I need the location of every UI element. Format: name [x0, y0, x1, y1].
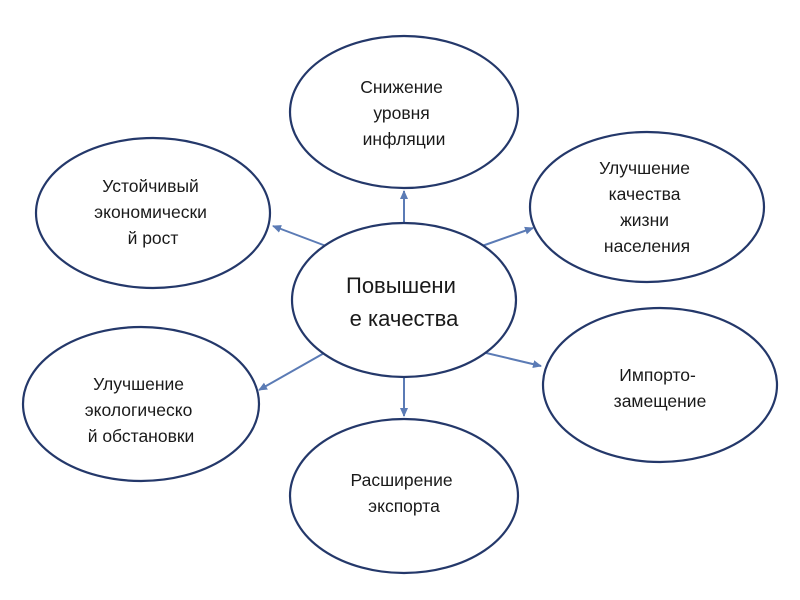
node-line: жизни [620, 210, 669, 230]
node-line: населения [604, 236, 690, 256]
node-line: Улучшение [599, 158, 690, 178]
node-line: уровня [373, 103, 429, 123]
node-living: Улучшение качества жизни населения [528, 130, 766, 284]
node-line: й рост [128, 228, 179, 248]
node-inflation: Снижение уровня инфляции [288, 34, 520, 190]
node-import-label: Импорто- замещение [614, 365, 707, 411]
arrow-to-import [481, 351, 542, 369]
node-line: качества [609, 184, 681, 204]
node-line: экспорта [368, 496, 440, 516]
node-growth: Устойчивый экономически й рост [34, 136, 272, 290]
node-ecology: Улучшение экологическо й обстановки [21, 325, 261, 483]
node-ecology-label: Улучшение экологическо й обстановки [85, 374, 198, 446]
center-line: е качества [350, 306, 459, 331]
arrow-to-ecology [258, 351, 327, 391]
node-line: Снижение [360, 77, 443, 97]
node-import: Импорто- замещение [541, 306, 779, 464]
node-line: й обстановки [88, 426, 195, 446]
node-line: экономически [94, 202, 207, 222]
node-living-label: Улучшение качества жизни населения [599, 158, 695, 256]
node-line: Импорто- [619, 365, 696, 385]
node-line: замещение [614, 391, 707, 411]
center-line: Повышени [346, 273, 456, 298]
center-node: Повышени е качества [290, 221, 518, 379]
node-export-label: Расширение экспорта [351, 470, 458, 516]
node-line: Устойчивый [102, 176, 199, 196]
arrow-to-growth [272, 225, 327, 247]
node-inflation-label: Снижение уровня инфляции [360, 77, 448, 149]
node-growth-label: Устойчивый экономически й рост [94, 176, 212, 248]
node-line: Улучшение [93, 374, 184, 394]
node-line: инфляции [363, 129, 446, 149]
node-line: Расширение [351, 470, 453, 490]
arrow-to-living [481, 226, 534, 247]
node-export: Расширение экспорта [288, 417, 520, 575]
node-line: экологическо [85, 400, 193, 420]
center-label: Повышени е качества [346, 273, 462, 331]
